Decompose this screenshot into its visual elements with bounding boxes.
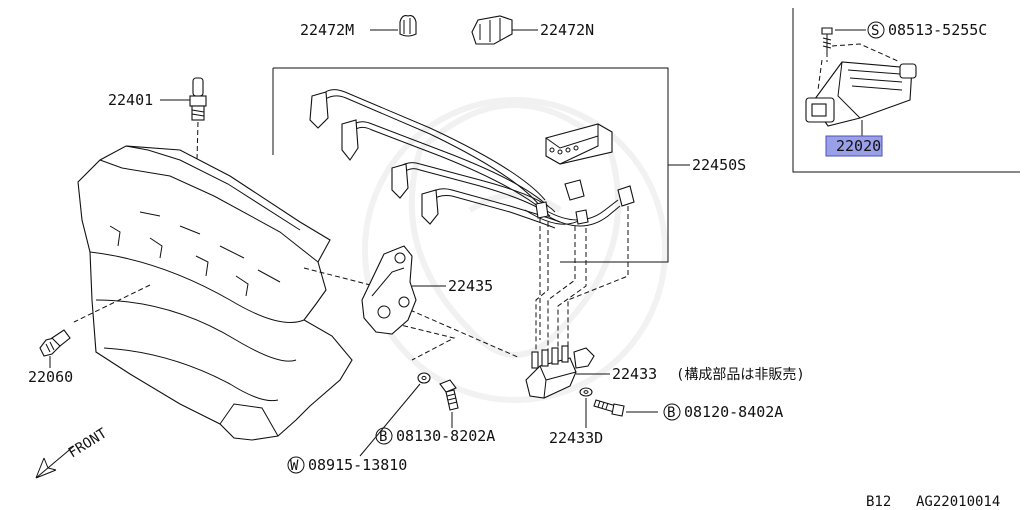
spark-plug-22401[interactable] bbox=[189, 77, 207, 121]
bracket-guide-2 bbox=[409, 309, 521, 359]
front-arrow bbox=[35, 445, 75, 479]
label-22433d[interactable]: 22433D bbox=[549, 429, 603, 447]
w-marker-circle bbox=[287, 456, 305, 474]
ignition-coil-22020[interactable] bbox=[805, 61, 917, 127]
label-22472m[interactable]: 22472M bbox=[300, 21, 354, 39]
label-08513[interactable]: 08513-5255C bbox=[888, 21, 987, 39]
bolt-08513[interactable] bbox=[821, 27, 833, 52]
sensor-22060[interactable] bbox=[39, 329, 71, 357]
w-marker-letter: W bbox=[290, 458, 299, 474]
label-22433-note: (構成部品は非販売) bbox=[676, 367, 805, 383]
highlight-22020 bbox=[825, 135, 883, 157]
front-label: FRONT bbox=[66, 425, 111, 461]
bracket-22435[interactable] bbox=[361, 245, 417, 335]
b-marker-circle-2 bbox=[375, 427, 393, 445]
label-08130[interactable]: 08130-8202A bbox=[396, 427, 495, 445]
coil-assembly-guide bbox=[817, 43, 901, 91]
washer-08915[interactable] bbox=[417, 372, 431, 384]
label-22450s[interactable]: 22450S bbox=[692, 156, 746, 174]
label-22472n[interactable]: 22472N bbox=[540, 21, 594, 39]
b-marker-letter-1: B bbox=[667, 405, 675, 421]
cylinder-head[interactable] bbox=[77, 145, 353, 441]
leader-w-washer bbox=[359, 383, 421, 457]
label-22020[interactable]: 22020 bbox=[836, 137, 881, 155]
label-22060[interactable]: 22060 bbox=[28, 368, 73, 386]
footer-page-ref: B12 bbox=[866, 494, 891, 510]
label-08915[interactable]: 08915-13810 bbox=[308, 456, 407, 474]
label-22433[interactable]: 22433 bbox=[612, 365, 657, 383]
b-marker-letter-2: B bbox=[379, 429, 387, 445]
washer-22433d[interactable] bbox=[579, 387, 593, 397]
s-marker-letter: S bbox=[871, 23, 879, 39]
sensor-guide bbox=[73, 284, 151, 323]
label-22401[interactable]: 22401 bbox=[108, 91, 153, 109]
bolt-08130[interactable] bbox=[439, 379, 459, 411]
watermark-emblem bbox=[362, 97, 668, 403]
clip-22472n[interactable] bbox=[471, 15, 513, 45]
label-08120[interactable]: 08120-8402A bbox=[684, 403, 783, 421]
wire-guides bbox=[535, 206, 629, 350]
clip-22472m[interactable] bbox=[399, 15, 417, 37]
plug-guide bbox=[195, 121, 199, 199]
spark-plug-wire-set-22450s[interactable] bbox=[309, 89, 635, 229]
inset-box bbox=[792, 8, 1020, 173]
footer-drawing-id: AG22010014 bbox=[916, 494, 1000, 510]
s-marker-circle bbox=[867, 21, 885, 39]
b-marker-circle-1 bbox=[663, 403, 681, 421]
label-22435[interactable]: 22435 bbox=[448, 277, 493, 295]
wire-set-box bbox=[272, 67, 669, 263]
bolt-08120[interactable] bbox=[593, 399, 625, 417]
coil-pack-22433[interactable] bbox=[525, 345, 595, 399]
